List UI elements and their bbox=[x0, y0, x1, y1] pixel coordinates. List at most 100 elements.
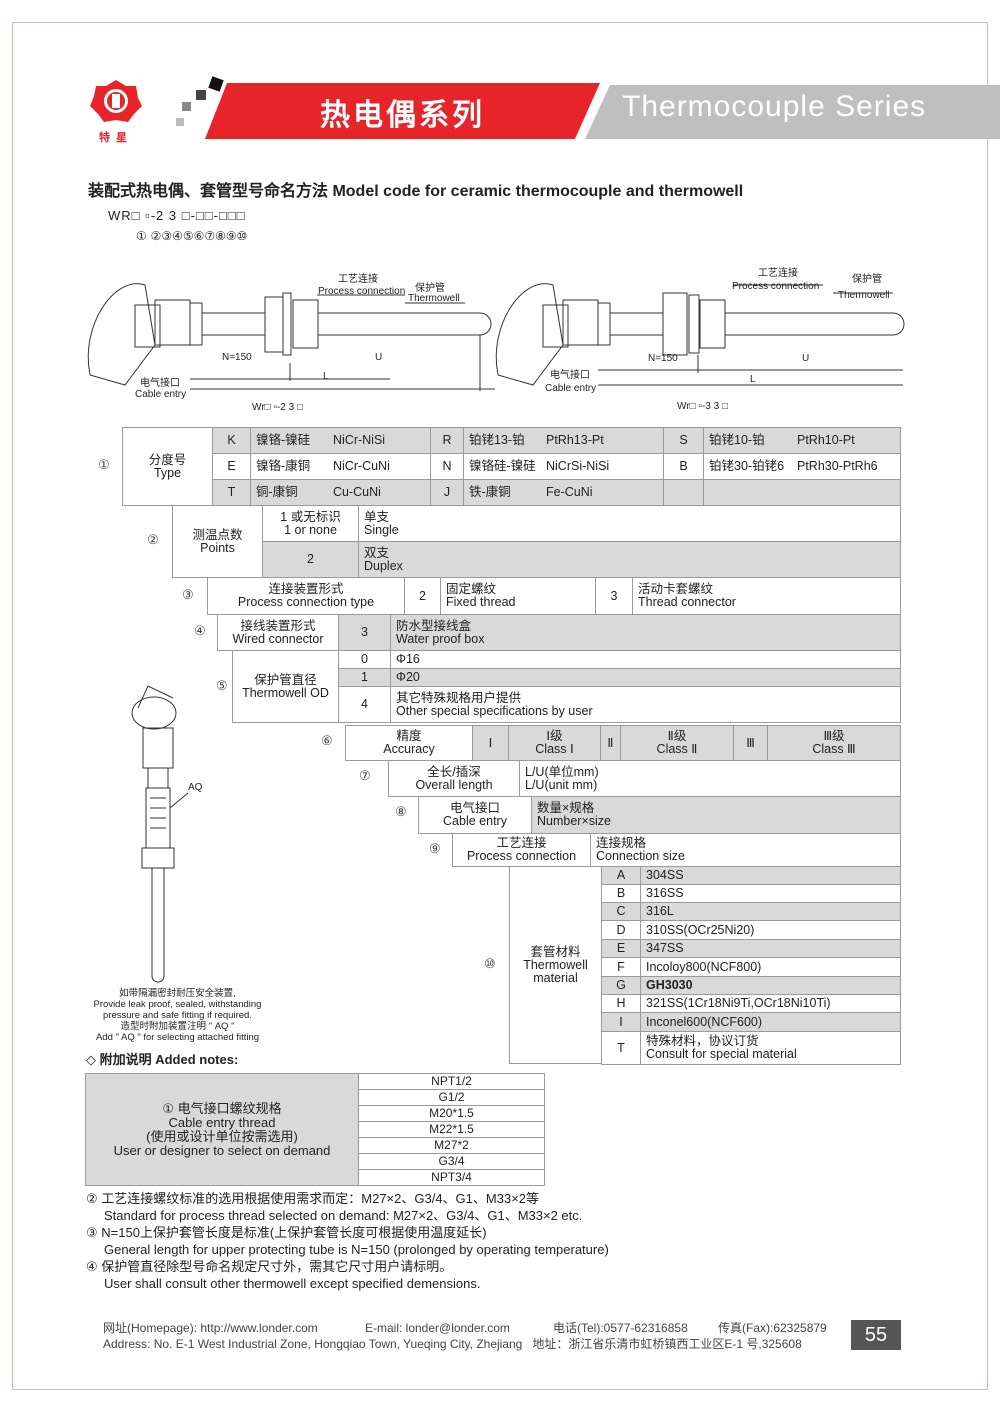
item-number: ⑨ bbox=[429, 842, 441, 857]
logo: 特星 bbox=[88, 78, 144, 144]
material-desc: 310SS(OCr25Ni20) bbox=[640, 920, 901, 940]
l-dimension: L bbox=[750, 374, 756, 385]
process-label-en: Process connection bbox=[732, 281, 820, 292]
material-desc: Inconel600(NCF600) bbox=[640, 1012, 901, 1032]
type-code: E bbox=[212, 453, 251, 480]
cable-entry-en: Cable entry bbox=[545, 383, 597, 394]
thread-option: G3/4 bbox=[358, 1153, 545, 1170]
material-code: E bbox=[601, 939, 641, 958]
model-positions: ① ②③④⑤⑥⑦⑧⑨⑩ bbox=[136, 229, 248, 243]
points-code: 2 bbox=[262, 541, 359, 578]
thermowell-label-en: Thermowell bbox=[838, 290, 890, 301]
u-dimension: U bbox=[375, 352, 383, 363]
thread-option: G1/2 bbox=[358, 1089, 545, 1106]
type-code: N bbox=[430, 453, 464, 480]
code: Ⅲ bbox=[733, 725, 768, 761]
address-en: Address: No. E-1 West Industrial Zone, H… bbox=[103, 1337, 523, 1351]
decor-squares-icon bbox=[176, 76, 224, 126]
homepage-link[interactable]: 网址(Homepage): http://www.londer.com bbox=[103, 1321, 318, 1335]
thread-option: M22*1.5 bbox=[358, 1121, 545, 1138]
code: 4 bbox=[338, 686, 391, 723]
u-dimension: U bbox=[802, 353, 810, 364]
page-number: 55 bbox=[851, 1320, 901, 1350]
item-number: ② bbox=[147, 533, 159, 548]
process-label-cn: 工艺连接 bbox=[758, 268, 798, 279]
model-code: WR□ ▫-2 3 □-□□-□□□ bbox=[108, 208, 246, 223]
note-line: ④ 保护管直径除型号命名规定尺寸外，需其它尺寸用户请标明。 bbox=[86, 1259, 453, 1274]
n-dimension: N=150 bbox=[222, 352, 252, 363]
material-desc: 321SS(1Cr18Ni9Ti,OCr18Ni10Ti) bbox=[640, 994, 901, 1013]
section-title: 装配式热电偶、套管型号命名方法 Model code for ceramic t… bbox=[88, 183, 744, 200]
code: 0 bbox=[338, 650, 391, 669]
header-title-cn: 热电偶系列 bbox=[320, 99, 485, 132]
header-title-en: Thermocouple Series bbox=[622, 90, 927, 123]
material-desc: Incoloy800(NCF800) bbox=[640, 957, 901, 977]
code: 1 bbox=[338, 668, 391, 687]
item-number: ⑤ bbox=[216, 679, 228, 694]
note-line: User shall consult other thermowell exce… bbox=[104, 1276, 481, 1291]
desc: L/U(单位mm)L/U(unit mm) bbox=[519, 760, 901, 797]
material-desc: 347SS bbox=[640, 939, 901, 958]
type-code: J bbox=[430, 479, 464, 506]
item-number: ⑩ bbox=[484, 957, 496, 972]
material-code: T bbox=[601, 1031, 641, 1065]
caption-line: pressure and safe fitting if required. bbox=[103, 1010, 252, 1021]
thermowell-label-cn: 保护管 bbox=[415, 283, 445, 294]
type-code: B bbox=[663, 453, 704, 480]
material-desc: GH3030 bbox=[640, 976, 901, 995]
footer: 网址(Homepage): http://www.londer.com E-mai… bbox=[103, 1320, 827, 1352]
material-desc: 304SS bbox=[640, 866, 901, 885]
cable-entry-cn: 电气接口 bbox=[140, 378, 180, 389]
diagram-model-code: Wr□ ▫-2 3 □ bbox=[252, 402, 304, 413]
type-code: K bbox=[212, 427, 251, 454]
material-desc: 316L bbox=[640, 902, 901, 921]
diagram-model-code: Wr□ ▫-3 3 □ bbox=[677, 401, 729, 412]
desc: Φ20 bbox=[390, 668, 901, 687]
note-line: Standard for process thread selected on … bbox=[104, 1208, 583, 1223]
thread-option: NPT1/2 bbox=[358, 1073, 545, 1090]
caption-line: 如带隔漏密封耐压安全装置, bbox=[119, 988, 236, 999]
type-desc bbox=[703, 479, 901, 506]
material-code: A bbox=[601, 866, 641, 885]
material-desc: 316SS bbox=[640, 884, 901, 903]
material-code: B bbox=[601, 884, 641, 903]
thread-option: M27*2 bbox=[358, 1137, 545, 1154]
email-link[interactable]: E-mail: londer@londer.com bbox=[365, 1321, 510, 1335]
process-label-en: Process connection bbox=[318, 286, 406, 297]
fax: 传真(Fax):62325879 bbox=[718, 1321, 827, 1335]
notes-title: ◇ 附加说明 Added notes: bbox=[86, 1052, 239, 1067]
diagram-fixed-thread bbox=[87, 283, 495, 391]
process-label-cn: 工艺连接 bbox=[338, 274, 378, 285]
n-dimension: N=150 bbox=[648, 353, 678, 364]
type-code: T bbox=[212, 479, 251, 506]
note-line: ③ N=150上保护套管长度是标准(上保护套管长度可根据使用温度延长) bbox=[86, 1225, 487, 1240]
item-number: ③ bbox=[182, 588, 194, 603]
page-frame bbox=[12, 22, 988, 1390]
thread-option: NPT3/4 bbox=[358, 1169, 545, 1186]
l-dimension: L bbox=[323, 371, 329, 382]
aq-label: AQ bbox=[188, 782, 203, 793]
probe-drawing bbox=[131, 685, 189, 983]
thermowell-label-en: Thermowell bbox=[408, 293, 460, 304]
